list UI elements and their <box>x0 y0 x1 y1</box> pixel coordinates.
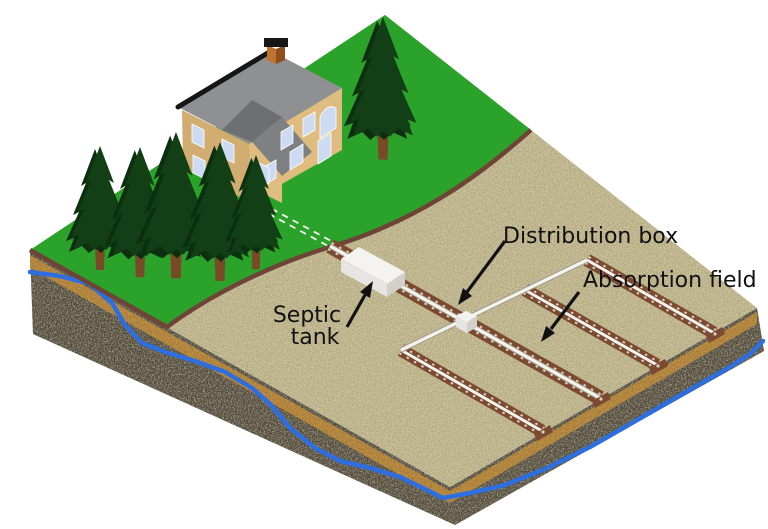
distribution-header-pipe <box>399 257 589 353</box>
absorption-field-label: Absorption field <box>583 268 757 293</box>
absorption-field <box>397 254 718 437</box>
lateral-trench-3 <box>521 284 661 371</box>
septic-tank <box>341 247 405 297</box>
water-table-line <box>27 269 766 501</box>
septic-tank-label-line1: Septic <box>273 303 341 328</box>
arched-window <box>319 106 337 139</box>
septic-tank-label-line2: tank <box>291 325 340 350</box>
distribution-box-arrow <box>458 240 507 305</box>
house-wing-roof-left <box>222 100 282 142</box>
lateral-trench-4 <box>583 254 718 339</box>
trench-face-notches <box>534 327 725 441</box>
distribution-box-label: Distribution box <box>503 224 678 249</box>
septic-tank-arrow <box>345 281 373 328</box>
house-main-roof <box>178 51 342 144</box>
lateral-trench-1 <box>397 344 546 437</box>
house-chimney <box>264 38 288 64</box>
house-roof-ridge-edge <box>175 48 274 110</box>
absorption-field-arrow <box>541 291 581 342</box>
callouts: Septic tank Distribution box Absorption … <box>273 224 757 350</box>
house-windows <box>191 106 337 187</box>
distribution-box <box>456 311 477 333</box>
